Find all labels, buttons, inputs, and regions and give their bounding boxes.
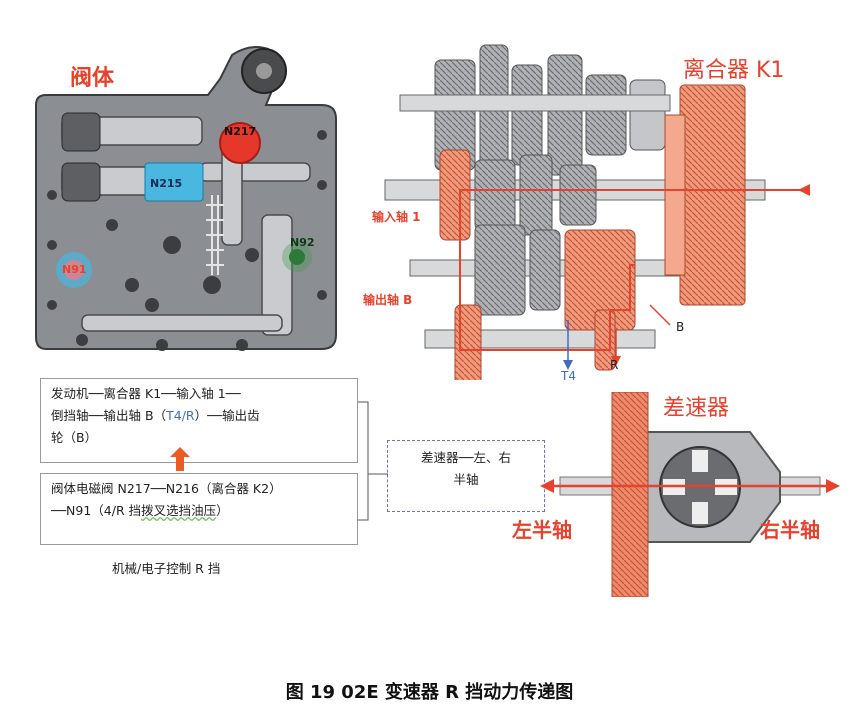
control-textbox: 阀体电磁阀 N217──N216（离合器 K2） ──N91（4/R 挡拨叉选挡… bbox=[40, 473, 358, 545]
differential-illustration bbox=[540, 392, 840, 597]
left-half-shaft-label: 左半轴 bbox=[512, 518, 572, 542]
right-half-shaft-label: 右半轴 bbox=[760, 518, 820, 542]
n215-label: N215 bbox=[150, 177, 183, 190]
small-caption: 机械/电子控制 R 挡 bbox=[112, 561, 221, 576]
t4-label: T4 bbox=[561, 369, 576, 383]
power-flow-line-3: 轮（B） bbox=[51, 430, 98, 445]
clutch-k1-label: 离合器 K1 bbox=[683, 58, 785, 83]
control-line-2-c: ） bbox=[216, 503, 229, 518]
differential-title: 差速器 bbox=[663, 396, 730, 421]
n215-solenoid-marker bbox=[144, 162, 204, 202]
n217-solenoid-marker bbox=[219, 122, 261, 164]
power-flow-line-2-a: 倒挡轴──输出轴 B（ bbox=[51, 408, 167, 423]
diff-line-2: 半轴 bbox=[453, 472, 479, 487]
figure-caption: 图 19 02E 变速器 R 挡动力传递图 bbox=[285, 682, 574, 703]
differential-textbox: 差速器──左、右 半轴 bbox=[387, 440, 545, 512]
power-flow-line-2: 倒挡轴──输出轴 B（T4/R）──输出齿 bbox=[51, 405, 347, 427]
gearbox-illustration bbox=[384, 44, 810, 380]
valve-body-illustration bbox=[35, 46, 337, 351]
power-flow-textbox: 发动机──离合器 K1──输入轴 1── 倒挡轴──输出轴 B（T4/R）──输… bbox=[40, 378, 358, 463]
up-arrow-icon bbox=[170, 447, 190, 471]
b-label: B bbox=[676, 320, 685, 334]
n217-label: N217 bbox=[224, 125, 257, 138]
diff-line-1: 差速器──左、右 bbox=[420, 450, 512, 465]
power-flow-line-2-c: ）──输出齿 bbox=[194, 408, 260, 423]
r-label: R bbox=[610, 358, 619, 372]
power-flow-t4r: T4/R bbox=[166, 408, 195, 423]
n92-label: N92 bbox=[290, 236, 315, 249]
control-fork-pressure: 拨叉选挡油压 bbox=[141, 503, 217, 518]
control-line-1: 阀体电磁阀 N217──N216（离合器 K2） bbox=[51, 481, 282, 496]
input-shaft-label: 输入轴 1 bbox=[372, 210, 421, 224]
power-flow-line-1: 发动机──离合器 K1──输入轴 1── bbox=[51, 386, 241, 401]
n91-label: N91 bbox=[62, 263, 87, 276]
control-line-2-a: ──N91（4/R 挡 bbox=[51, 503, 142, 518]
n92-solenoid-marker bbox=[289, 249, 305, 265]
output-shaft-label: 输出轴 B bbox=[363, 293, 413, 307]
bracket-connector bbox=[358, 401, 388, 521]
valve-body-title: 阀体 bbox=[70, 66, 115, 91]
control-line-2: ──N91（4/R 挡拨叉选挡油压） bbox=[51, 500, 347, 522]
